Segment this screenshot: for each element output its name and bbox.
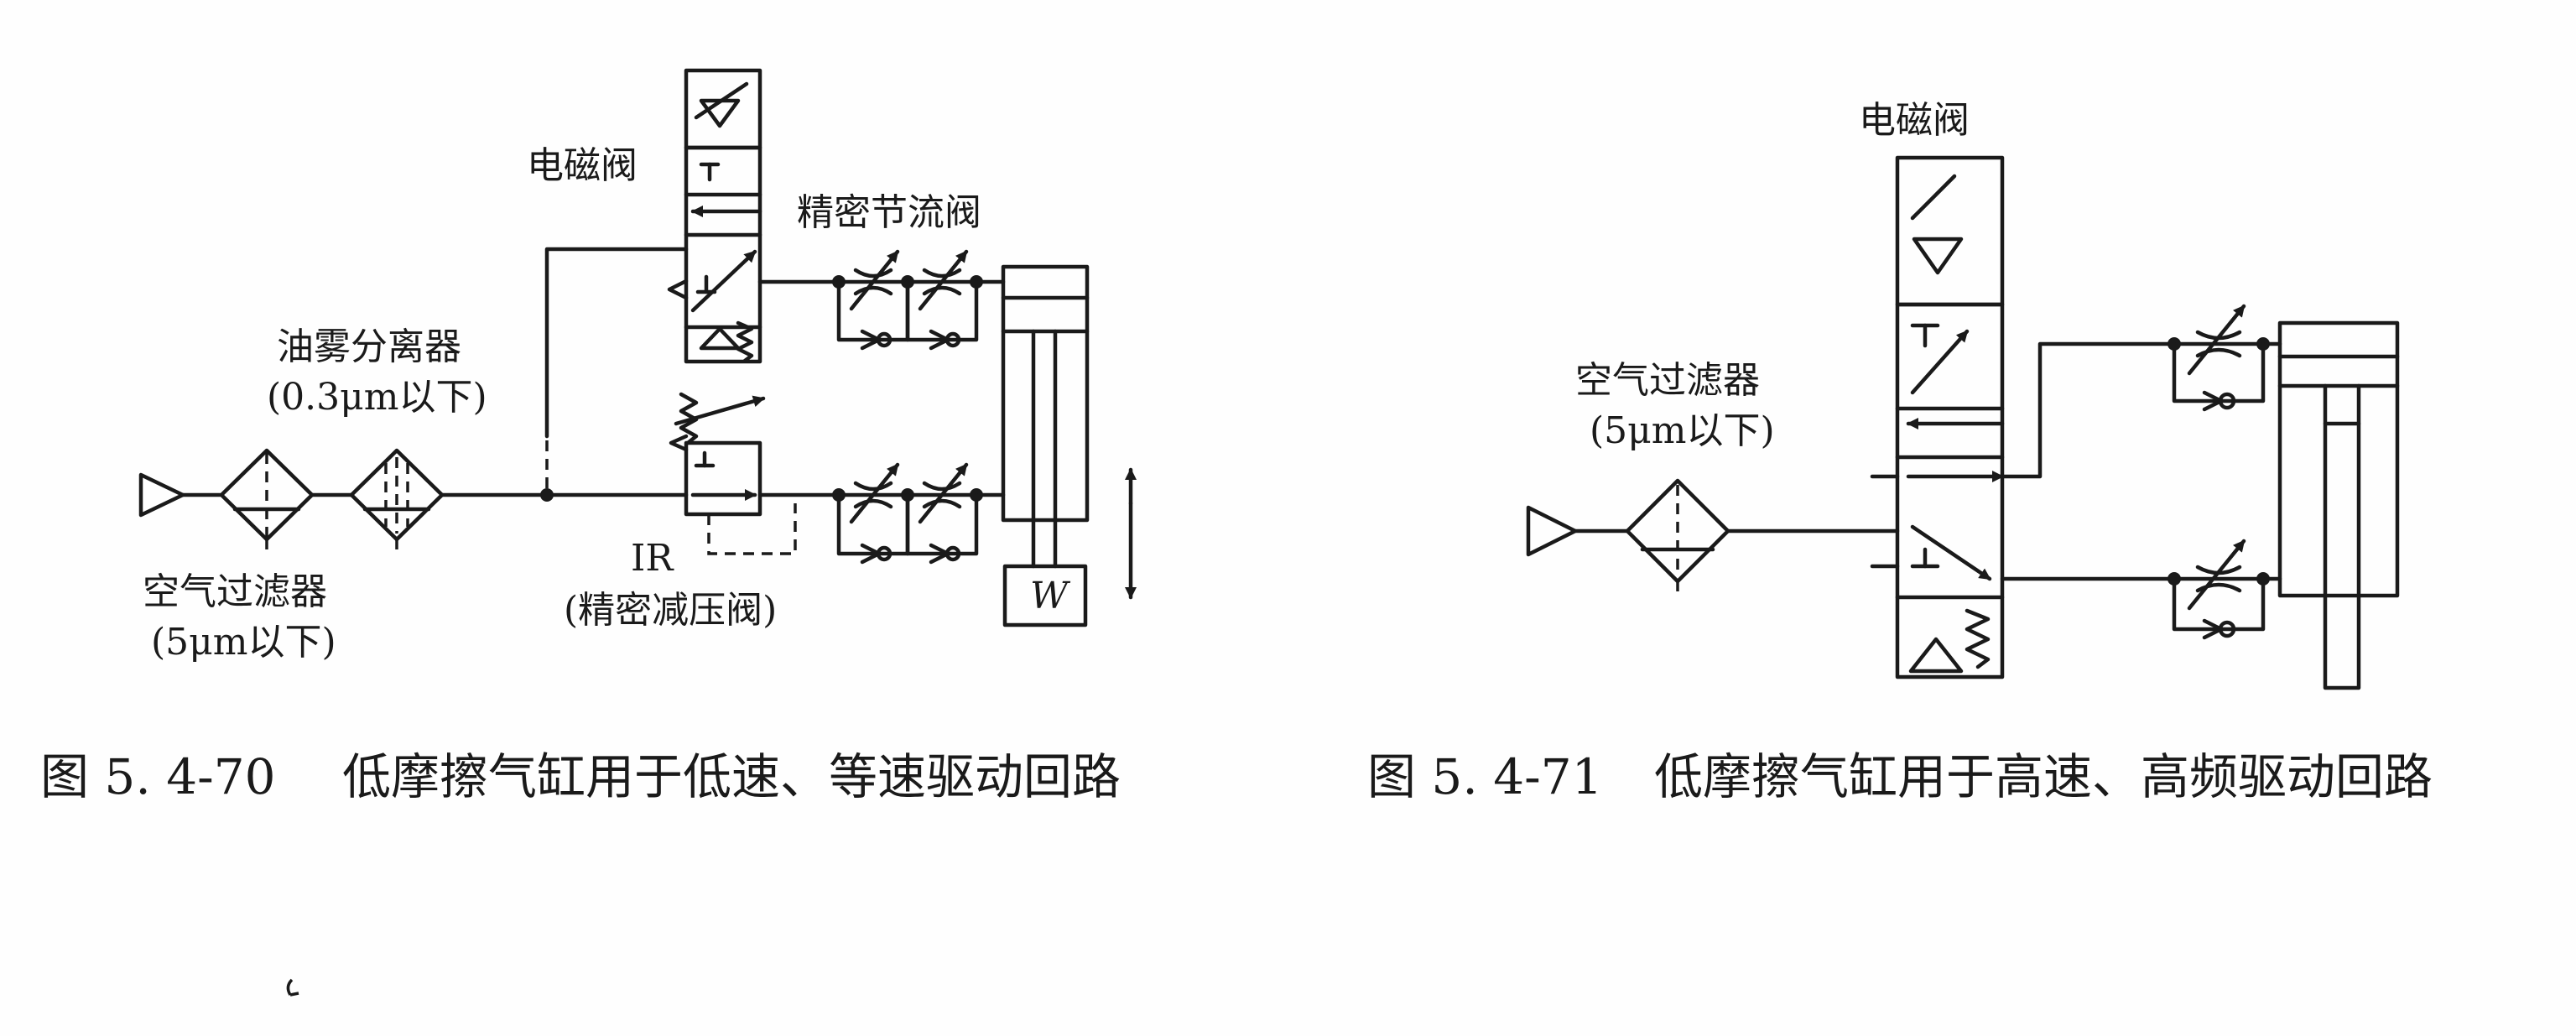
supply-lines-right [2000, 341, 2282, 581]
label-precision-throttle-valve: 精密节流阀 [797, 191, 981, 234]
label-ir: IR [631, 537, 674, 580]
label-air-filter-right: 空气过滤器 [1575, 359, 1760, 402]
air-source-icon [138, 472, 222, 518]
caption-title-right: 低摩擦气缸用于高速、高频驱动回路 [1654, 748, 2433, 805]
caption-number-right: 图 5. 4-71 [1367, 748, 1603, 805]
precision-reducing-valve-icon [669, 392, 841, 555]
throttle-valve-right-upper-icon [2167, 304, 2270, 412]
solenoid-valve-right-icon [1870, 155, 2005, 679]
oil-mist-separator-icon [349, 448, 689, 549]
cylinder-left-icon [1001, 264, 1137, 627]
solenoid-valve-left-icon [667, 68, 841, 364]
label-solenoid-valve-left: 电磁阀 [527, 144, 637, 187]
label-air-filter-spec-right: (5μm以下) [1590, 409, 1775, 452]
throttle-valves-lower-icon [832, 462, 1006, 565]
label-solenoid-valve-right: 电磁阀 [1859, 99, 1970, 142]
label-precision-reducing-valve: (精密减压阀) [564, 589, 777, 632]
supply-branch [540, 247, 689, 502]
label-oil-mist-spec: (0.3μm以下) [267, 376, 487, 419]
label-air-filter-spec-left: (5μm以下) [151, 621, 336, 664]
air-filter-icon [219, 448, 355, 549]
stray-mark [286, 978, 299, 997]
label-oil-mist-separator: 油雾分离器 [277, 325, 461, 368]
air-source-right-icon [1526, 505, 1630, 557]
air-filter-right-icon [1625, 478, 1900, 591]
label-load: W [1030, 575, 1071, 617]
cylinder-right-icon [2277, 320, 2400, 690]
figure-right: 电磁阀 空气过滤器 (5μm以下) 图 5. 4-71 低摩擦气缸用于高速、高频… [1367, 99, 2433, 805]
throttle-valves-upper-icon [832, 249, 1006, 351]
label-air-filter-left: 空气过滤器 [143, 570, 327, 613]
caption-number-left: 图 5. 4-70 [40, 748, 276, 805]
throttle-valve-right-lower-icon [2167, 539, 2270, 640]
caption-title-left: 低摩擦气缸用于低速、等速驱动回路 [342, 748, 1121, 805]
figure-left: 电磁阀 精密节流阀 油雾分离器 (0.3μm以下) 空气过滤器 (5μm以下) … [40, 68, 1137, 805]
